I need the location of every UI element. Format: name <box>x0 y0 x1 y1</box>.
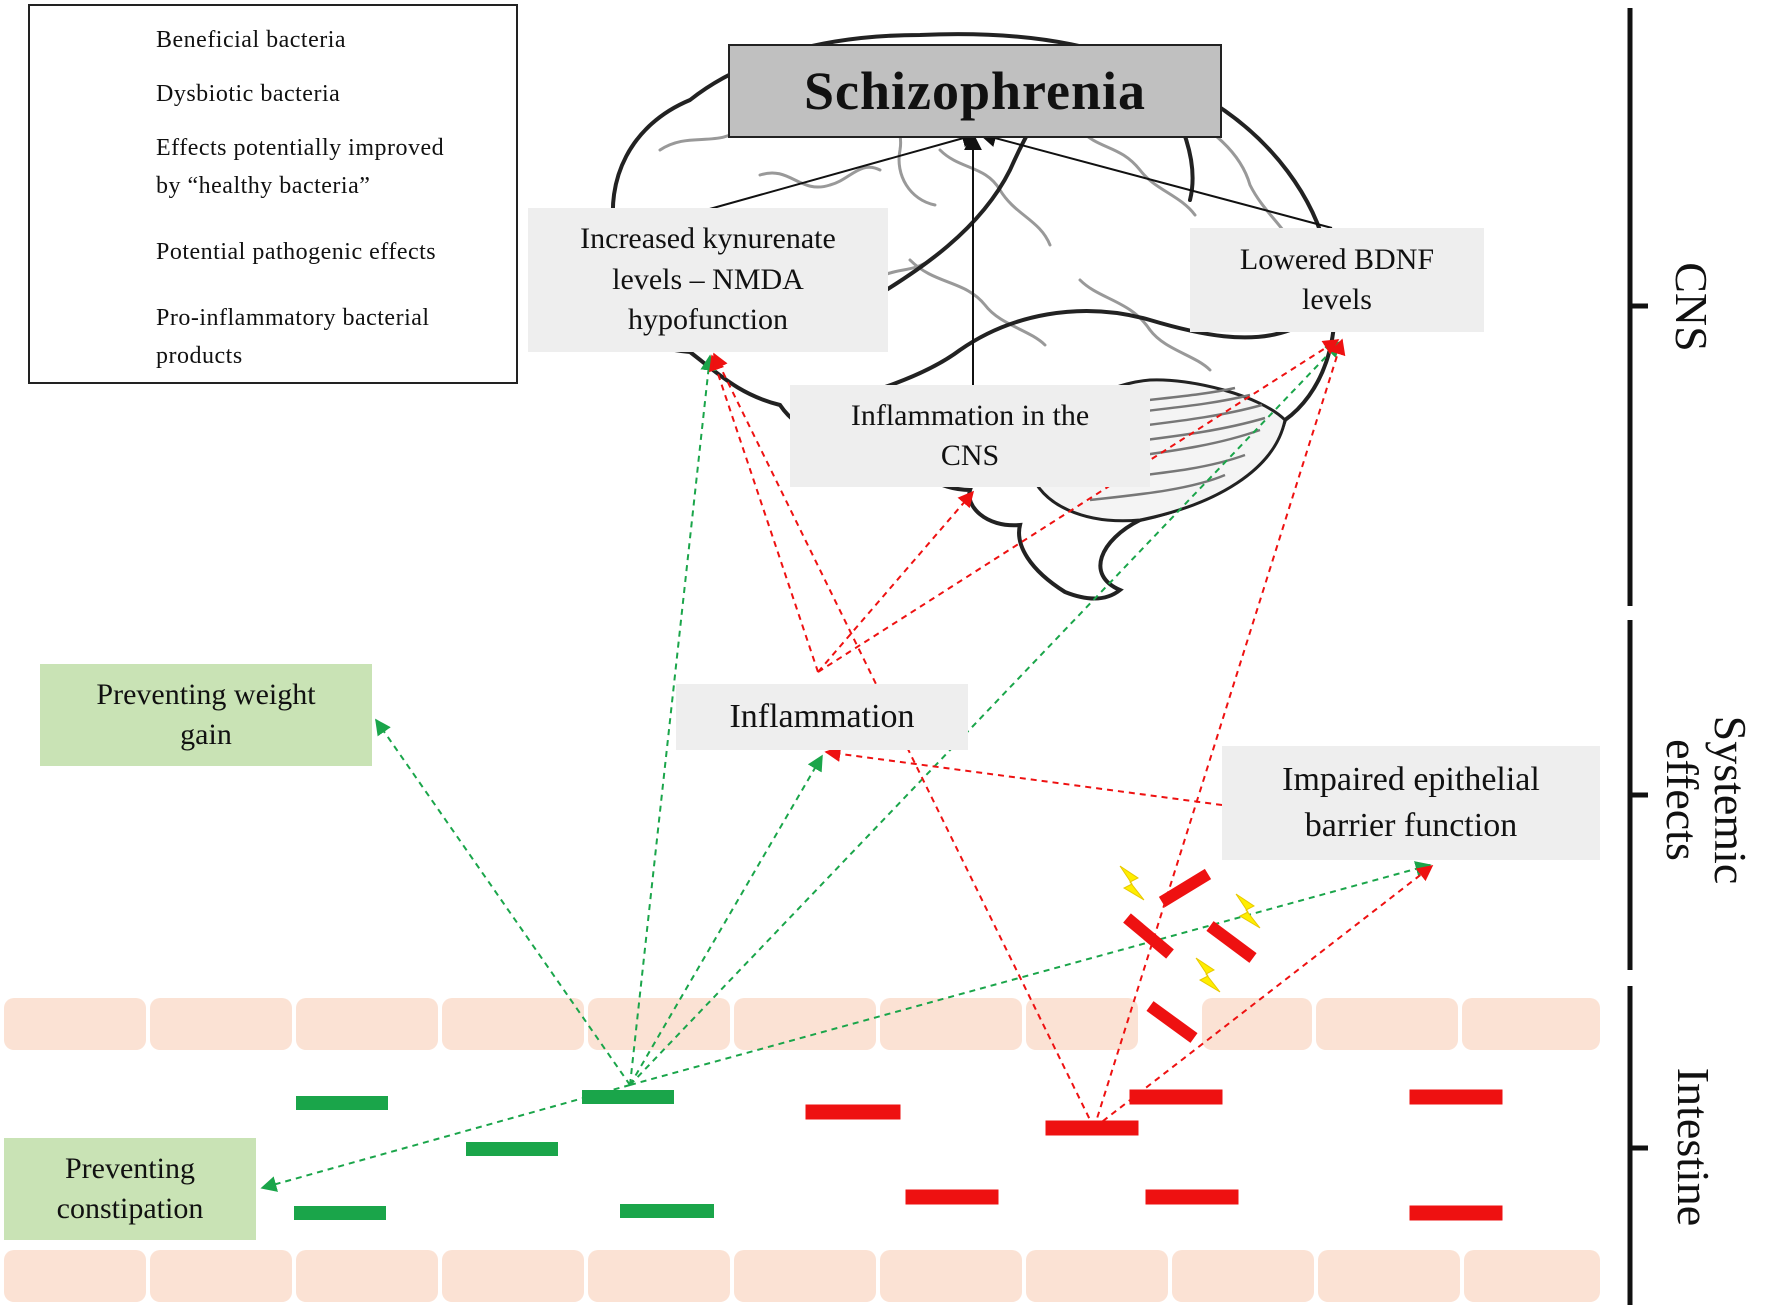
legend-pathogenic-label: Potential pathogenic effects <box>156 239 437 265</box>
red-arrow-dysbiotic-to-bdnf <box>1093 338 1346 1129</box>
epithelial-cell <box>150 998 292 1050</box>
inflammation-node: Inflammation <box>676 684 968 750</box>
dysbiotic-bacterium <box>805 1104 901 1120</box>
legend-dysbiotic-label: Dysbiotic bacteria <box>156 81 341 107</box>
dysbiotic-bacterium <box>1146 1001 1198 1043</box>
kynurenate-line1: Increased kynurenate <box>580 222 836 256</box>
epithelial-cell <box>880 998 1022 1050</box>
cns-inflammation-line2: CNS <box>940 439 1000 472</box>
beneficial-bacterium <box>582 1090 674 1104</box>
epithelial-cell <box>588 1250 730 1302</box>
cns-scale-label: CNS <box>1666 262 1717 352</box>
dysbiotic-bacterium <box>1158 868 1212 908</box>
beneficial-arrows <box>260 340 1432 1192</box>
bdnf-line1: Lowered BDNF <box>1239 242 1435 276</box>
lightning-icon <box>1119 865 1145 901</box>
legend-improved-label-line1: Effects potentially improved <box>156 135 445 161</box>
bdnf-node: Lowered BDNF levels <box>1190 228 1484 332</box>
dysbiotic-bacterium <box>1409 1089 1503 1105</box>
green-arrow-to-inflammation <box>629 754 823 1086</box>
bdnf-line2: levels <box>1302 283 1372 316</box>
constipation-line1: Preventing <box>65 1151 195 1185</box>
epithelial-cell <box>1202 998 1312 1050</box>
epithelial-cell <box>734 1250 876 1302</box>
intestine-scale-label: Intestine <box>1668 1067 1719 1227</box>
dysbiotic-bacterium <box>1206 921 1257 963</box>
green-arrow-to-barrier <box>629 861 1432 1086</box>
legend-beneficial-label: Beneficial bacteria <box>156 27 347 53</box>
epithelial-cell <box>1318 1250 1460 1302</box>
epithelium-lower <box>4 1250 1600 1302</box>
weight-line2: gain <box>180 718 232 751</box>
barrier-line1: Impaired epithelial <box>1282 761 1540 799</box>
legend-proinflammatory-label-line1: Pro-inflammatory bacterial <box>156 305 430 331</box>
cns-inflammation-line1: Inflammation in the <box>850 398 1090 432</box>
epithelial-cell <box>1462 998 1600 1050</box>
epithelial-cell <box>1172 1250 1314 1302</box>
red-arrow-dysbiotic-to-barrier <box>1093 865 1434 1129</box>
green-arrow-to-weight <box>375 718 631 1086</box>
epithelial-cell <box>296 998 438 1050</box>
beneficial-bacterium <box>620 1204 714 1218</box>
systemic-line1: Systemic <box>1705 715 1757 885</box>
kynurenate-node: Increased kynurenate levels – NMDA hypof… <box>528 208 888 352</box>
epithelial-cell <box>1464 1250 1600 1302</box>
dysbiotic-bacterium <box>1145 1189 1239 1205</box>
dysbiotic-bacterium <box>1123 913 1174 959</box>
epithelial-cell <box>734 998 876 1050</box>
green-arrow-to-constipation <box>260 1084 631 1192</box>
kynurenate-line2: levels – NMDA <box>612 262 804 296</box>
epithelial-cell <box>4 1250 146 1302</box>
red-arrow-barrier-to-inflammation <box>824 745 1223 806</box>
epithelial-cell <box>150 1250 292 1302</box>
cns-inflammation-node: Inflammation in the CNS <box>790 385 1150 487</box>
dysbiotic-bacterium <box>1045 1120 1139 1136</box>
beneficial-bacterium <box>466 1142 558 1156</box>
epithelial-cell <box>1316 998 1458 1050</box>
epithelial-cell <box>296 1250 438 1302</box>
systemic-line2: effects <box>1657 739 1708 861</box>
systemic-scale-label: Systemic effects <box>1656 700 1756 900</box>
legend-proinflammatory-label-line2: products <box>156 343 243 369</box>
scale-brackets <box>1627 8 1648 1305</box>
barrier-line2: barrier function <box>1304 807 1518 844</box>
constipation-node: Preventing constipation <box>4 1138 256 1240</box>
red-arrow-inflammation-to-cns-inflammation <box>817 490 975 673</box>
constipation-line2: constipation <box>56 1192 204 1225</box>
weight-node: Preventing weight gain <box>40 664 372 766</box>
schizophrenia-title: Schizophrenia <box>728 44 1222 138</box>
epithelial-cell <box>442 1250 584 1302</box>
epithelial-cell <box>1026 1250 1168 1302</box>
beneficial-bacteria <box>294 1090 714 1220</box>
proinflammatory-products <box>1119 865 1261 993</box>
epithelium-upper <box>4 998 1600 1050</box>
epithelial-cell <box>4 998 146 1050</box>
epithelial-cell <box>588 998 730 1050</box>
kynurenate-line3: hypofunction <box>628 303 788 337</box>
arrow-bdnf-to-schizophrenia <box>978 129 1333 229</box>
legend: Beneficial bacteria Dysbiotic bacteria E… <box>28 4 518 384</box>
dysbiotic-bacterium <box>1129 1089 1223 1105</box>
epithelial-cell <box>1026 998 1138 1050</box>
lightning-icon <box>1235 893 1261 929</box>
barrier-node: Impaired epithelial barrier function <box>1222 746 1600 860</box>
legend-improved-label-line2: by “healthy bacteria” <box>156 173 371 199</box>
beneficial-bacterium <box>294 1206 386 1220</box>
dysbiotic-bacterium <box>905 1189 999 1205</box>
cns-arrows <box>705 129 1333 385</box>
arrow-kynurenate-to-schizophrenia <box>705 129 980 211</box>
dysbiotic-bacteria <box>805 868 1503 1221</box>
weight-line1: Preventing weight <box>96 677 316 711</box>
red-arrow-inflammation-to-kynurenate <box>708 354 819 673</box>
green-arrow-to-kynurenate <box>629 354 717 1086</box>
beneficial-bacterium <box>296 1096 388 1110</box>
epithelial-cell <box>442 998 584 1050</box>
red-arrow-inflammation-to-bdnf <box>817 339 1340 673</box>
dysbiotic-bacterium <box>1409 1205 1503 1221</box>
epithelial-cell <box>880 1250 1022 1302</box>
lightning-icon <box>1195 957 1221 993</box>
